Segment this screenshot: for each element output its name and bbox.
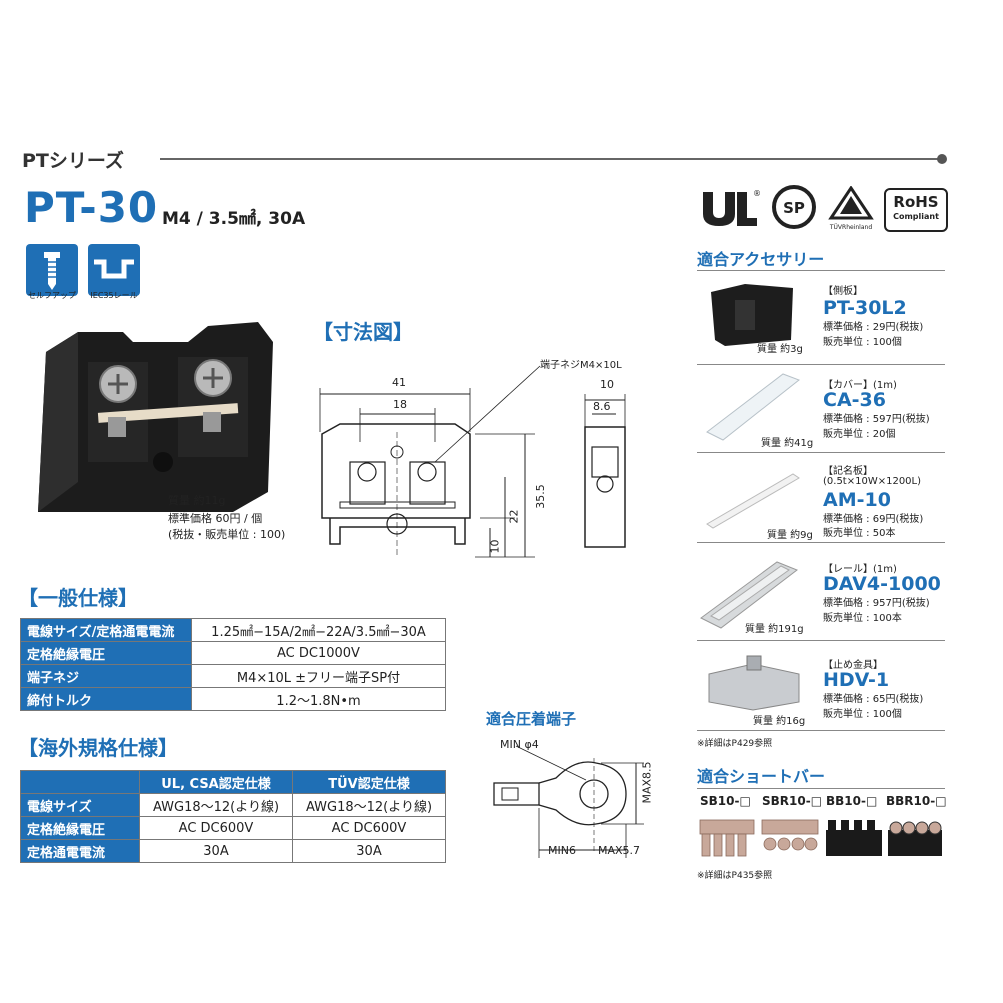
model-spec: M4 / 3.5㎟, 30A <box>162 209 306 229</box>
dim-8-6: 8.6 <box>593 400 611 413</box>
din-rail-icon <box>88 244 140 296</box>
shortbar-title: 適合ショートバー <box>697 767 826 786</box>
accessory-item-am10: 質量 約9g 【記名板】 (0.5t×10W×1200L) AM-10 標準価格… <box>697 454 945 543</box>
accessories-divider <box>697 270 945 271</box>
screw-icon <box>26 244 78 296</box>
crimp-min4: MIN φ4 <box>500 738 539 751</box>
shortbar-label-bbr10: BBR10-□ <box>886 794 947 808</box>
dim-22: 22 <box>507 509 521 524</box>
cover-icon <box>706 373 801 441</box>
accessory-item-hdv1: 質量 約16g 【止め金具】 HDV-1 標準価格 : 65円(税抜) 販売単位… <box>697 644 945 731</box>
svg-text:SP: SP <box>783 199 805 217</box>
feature-label-din-rail: IEC35レール <box>90 291 138 300</box>
shortbar-label-sbr10: SBR10-□ <box>762 794 823 808</box>
crimp-max57: MAX5.7 <box>598 844 641 857</box>
dim-screw-label: 端子ネジM4×10L <box>540 360 622 371</box>
crimp-title: 適合圧着端子 <box>486 710 577 728</box>
overseas-spec-title: 【海外規格仕様】 <box>18 736 178 760</box>
accessory-item-pt30l2: 質量 約3g 【側板】 PT-30L2 標準価格 : 29円(税抜) 販売単位 … <box>697 276 945 365</box>
accessories-title: 適合アクセサリー <box>697 250 825 269</box>
dim-10: 10 <box>600 378 614 391</box>
dim-35-5: 35.5 <box>533 484 547 509</box>
accessory-item-dav4-1000: 質量 約191g 【レール】(1m) DAV4-1000 標準価格 : 957円… <box>697 556 945 641</box>
model-number: PT-30 <box>24 183 159 232</box>
product-image <box>28 312 283 526</box>
shortbar-label-sb10: SB10-□ <box>700 794 751 808</box>
series-divider <box>160 158 940 160</box>
rohs-badge: RoHS Compliant <box>884 188 948 232</box>
feature-label-self-up: セルフアップ <box>28 291 76 300</box>
shortbar-note: ※詳細はP435参照 <box>697 871 773 881</box>
general-spec-title: 【一般仕様】 <box>18 586 138 610</box>
dim-18: 18 <box>393 398 407 411</box>
dim-10-bottom: 10 <box>488 539 502 554</box>
dim-41: 41 <box>392 376 406 389</box>
csa-mark-icon: SP <box>772 184 818 234</box>
dimension-drawing <box>310 352 660 586</box>
shortbar-label-bb10: BB10-□ <box>826 794 878 808</box>
shortbar-divider <box>697 788 945 789</box>
tuv-mark-icon: TÜVRheinland <box>826 185 878 231</box>
din-rail-accessory-icon <box>700 561 799 629</box>
crimp-min6: MIN6 <box>548 844 576 857</box>
end-stopper-icon <box>708 655 800 711</box>
accessories-note: ※詳細はP429参照 <box>697 739 773 749</box>
product-price: 標準価格 60円 / 個 <box>168 512 263 525</box>
dimension-title: 【寸法図】 <box>313 320 413 344</box>
ul-mark-icon: ® <box>697 186 761 234</box>
series-divider-dot <box>937 154 947 164</box>
tuv-label: TÜVRheinland <box>829 224 873 231</box>
product-price-note: (税抜・販売単位 : 100) <box>168 528 286 541</box>
shortbar-images <box>698 816 944 866</box>
product-weight: 質量 約11g <box>168 494 226 507</box>
series-title: PTシリーズ <box>22 150 124 172</box>
crimp-terminal-drawing <box>486 738 666 872</box>
svg-text:®: ® <box>753 189 761 198</box>
accessory-item-ca36: 質量 約41g 【カバー】(1m) CA-36 標準価格 : 597円(税抜) … <box>697 364 945 453</box>
side-plate-icon <box>711 284 793 346</box>
crimp-max85: MAX8.5 <box>640 761 654 804</box>
marker-plate-icon <box>706 473 800 529</box>
